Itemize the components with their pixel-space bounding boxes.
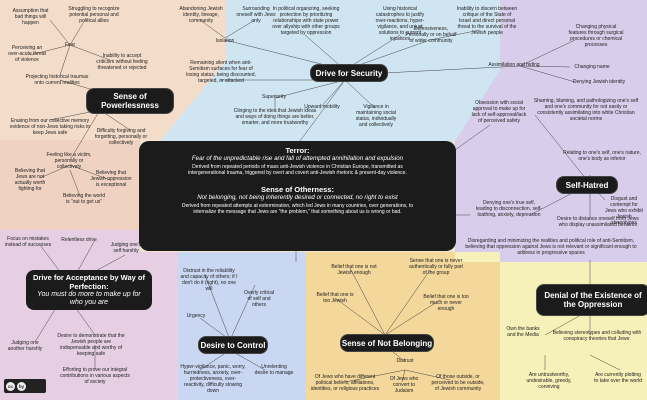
sec-abandoning: Abandoning Jewish identity, lineage, com… — [179, 6, 223, 24]
sec-upward: Upward mobility — [304, 104, 340, 110]
pw-inability: Inability to accept criticism without fe… — [96, 53, 148, 71]
nb-different: Of Jews who have different political bel… — [310, 374, 380, 392]
cc-license-badge[interactable]: cc by — [4, 379, 46, 393]
sec-isolation: Isolation — [215, 38, 235, 44]
pw-difficulty: Difficulty forgiving and forgetting, per… — [94, 128, 148, 146]
sh-obsession: Obsession with social approval to make u… — [471, 100, 527, 124]
heading-powerlessness: Sense of Powerlessness — [86, 88, 174, 114]
heading-control: Desire to Control — [198, 336, 268, 354]
dn-untrustworthy: Are untrustworthy, undesirable, greedy, … — [526, 372, 572, 390]
otherness-title: Sense of Otherness: — [261, 185, 334, 194]
pf-mistakes: Focus on mistakes instead of successes — [4, 236, 52, 248]
sec-superiority: Superiority — [262, 94, 286, 100]
region-control — [178, 252, 305, 400]
sh-distance: Desire to distance oneself from Jews who… — [557, 216, 639, 228]
heading-security: Drive for Security — [310, 64, 388, 82]
cc-icon: cc — [6, 381, 15, 391]
sec-surrounding: Surrounding oneself with Jews only — [236, 6, 276, 24]
region-selfhatred — [455, 0, 647, 262]
nb-never-part: Sense that one is never authentically or… — [409, 258, 463, 276]
terror-subtitle: Fear of the unpredictable rise and fall … — [191, 155, 404, 162]
pf-relentless: Relentless drive — [61, 237, 97, 243]
ct-distrust: Distrust in the reliability and capacity… — [180, 268, 238, 292]
sec-changing-features: Changing physical features through surgi… — [568, 24, 624, 48]
otherness-body: Derived from repeated attempts at exterm… — [181, 203, 414, 215]
ct-unrelenting: Unrelenting desire to manage — [254, 364, 294, 376]
pw-projecting: Projecting historical traumas onto curre… — [25, 74, 89, 86]
nb-too-much: Belief that one is too much or never eno… — [423, 294, 469, 312]
sec-defensiveness: Defensiveness, Personally or on behalf o… — [405, 26, 457, 44]
heading-selfhatred: Self-Hatred — [556, 176, 618, 194]
pw-assumption: Assumption that bad things will happen — [12, 8, 49, 26]
pw-struggling: Struggling to recognize potential person… — [68, 6, 120, 24]
sh-disregarding: Disregarding and minimizing the realitie… — [465, 238, 637, 256]
terror-body: Derived from repeated periods of mass an… — [188, 164, 407, 176]
sh-inferior: Relating to one's self, one's nature, on… — [563, 150, 641, 162]
sec-vigilance: Vigilance in maintaining social status, … — [355, 104, 397, 128]
heading-belonging: Sense of Not Belonging — [340, 334, 434, 352]
by-icon: by — [17, 381, 26, 391]
pw-exceptional: Believing that Jewish oppression is exce… — [90, 170, 132, 188]
pf-judging-self: Judging one's self harshly — [110, 242, 142, 254]
dn-banks: Own the banks and the Media — [506, 326, 540, 338]
sh-disgust: Disgust and contempt for Jews who exhibi… — [605, 196, 643, 226]
otherness-subtitle: Not belonging, not being inherently desi… — [197, 194, 398, 201]
pf-demonstrate: Desire to demonstrate that the Jewish pe… — [57, 333, 125, 357]
pw-not-worth: Believing that Jews are not actually wor… — [14, 168, 46, 192]
dn-stereotypes: Believing stereotypes and colluding with… — [552, 330, 642, 342]
core-box: Terror: Fear of the unpredictable rise a… — [139, 141, 456, 251]
nb-not-enough: Belief that one is not Jewish enough — [331, 264, 377, 276]
nb-too-jewish: Belief that one is too Jewish — [316, 292, 354, 304]
ct-urgency: Urgency — [186, 313, 206, 319]
nb-outside: Of those outside, or perceived to be out… — [431, 374, 485, 392]
heading-perfection-sub: You must do more to make up for who you … — [37, 291, 141, 306]
sec-discern: Inability to discern between critique of… — [456, 6, 518, 36]
sh-shaming: Shaming, blaming, and pathologizing one'… — [533, 98, 639, 122]
sec-historical: Using historical catastrophes to justify… — [375, 6, 425, 42]
sec-clinging: Clinging to the idea that Jewish ideas a… — [233, 108, 317, 126]
region-powerlessness-lower — [0, 140, 140, 230]
sec-denying-identity: Denying Jewish identity — [572, 79, 626, 85]
pw-perceiving: Perceiving an over-acute threat of viole… — [8, 45, 46, 63]
pw-out-to-get: Believing the world is “out to get us” — [63, 193, 105, 205]
heading-perfection: Drive for Acceptance by Way of Perfectio… — [33, 273, 145, 291]
nb-distrust: Distrust — [396, 358, 414, 364]
nb-convert: Of Jews who convert to Judaism — [389, 376, 419, 394]
pf-efforting: Efforting to prove our integral contribu… — [60, 367, 130, 385]
region-belonging — [305, 252, 500, 400]
pw-erasing: Erasing from our collective memory evide… — [9, 118, 91, 136]
heading-perfection-box: Drive for Acceptance by Way of Perfectio… — [26, 270, 152, 310]
sec-changing-name: Changing name — [574, 64, 610, 70]
heading-denial: Denial of the Existence of the Oppressio… — [536, 284, 647, 316]
pw-fear: Fear — [64, 42, 76, 48]
sh-denying: Denying one's true self, leading to disc… — [476, 200, 542, 218]
pw-victim: Feeling like a victim, personally or col… — [46, 152, 92, 170]
ct-hypervigilance: Hyper-vigilance, panic, worry, hurriedne… — [180, 364, 246, 394]
ct-critical: Overly critical of self and others — [243, 290, 274, 308]
dn-plotting: Are currently plotting to take over the … — [594, 372, 642, 384]
sec-assimilation: Assimilation and hiding — [488, 62, 540, 68]
sec-political: In political organizing, seeking protect… — [272, 6, 340, 36]
sec-silent: Remaining silent when anti-Semitism surf… — [186, 60, 256, 84]
terror-title: Terror: — [285, 146, 310, 155]
pf-judging-another: Judging one another harshly — [7, 340, 43, 352]
